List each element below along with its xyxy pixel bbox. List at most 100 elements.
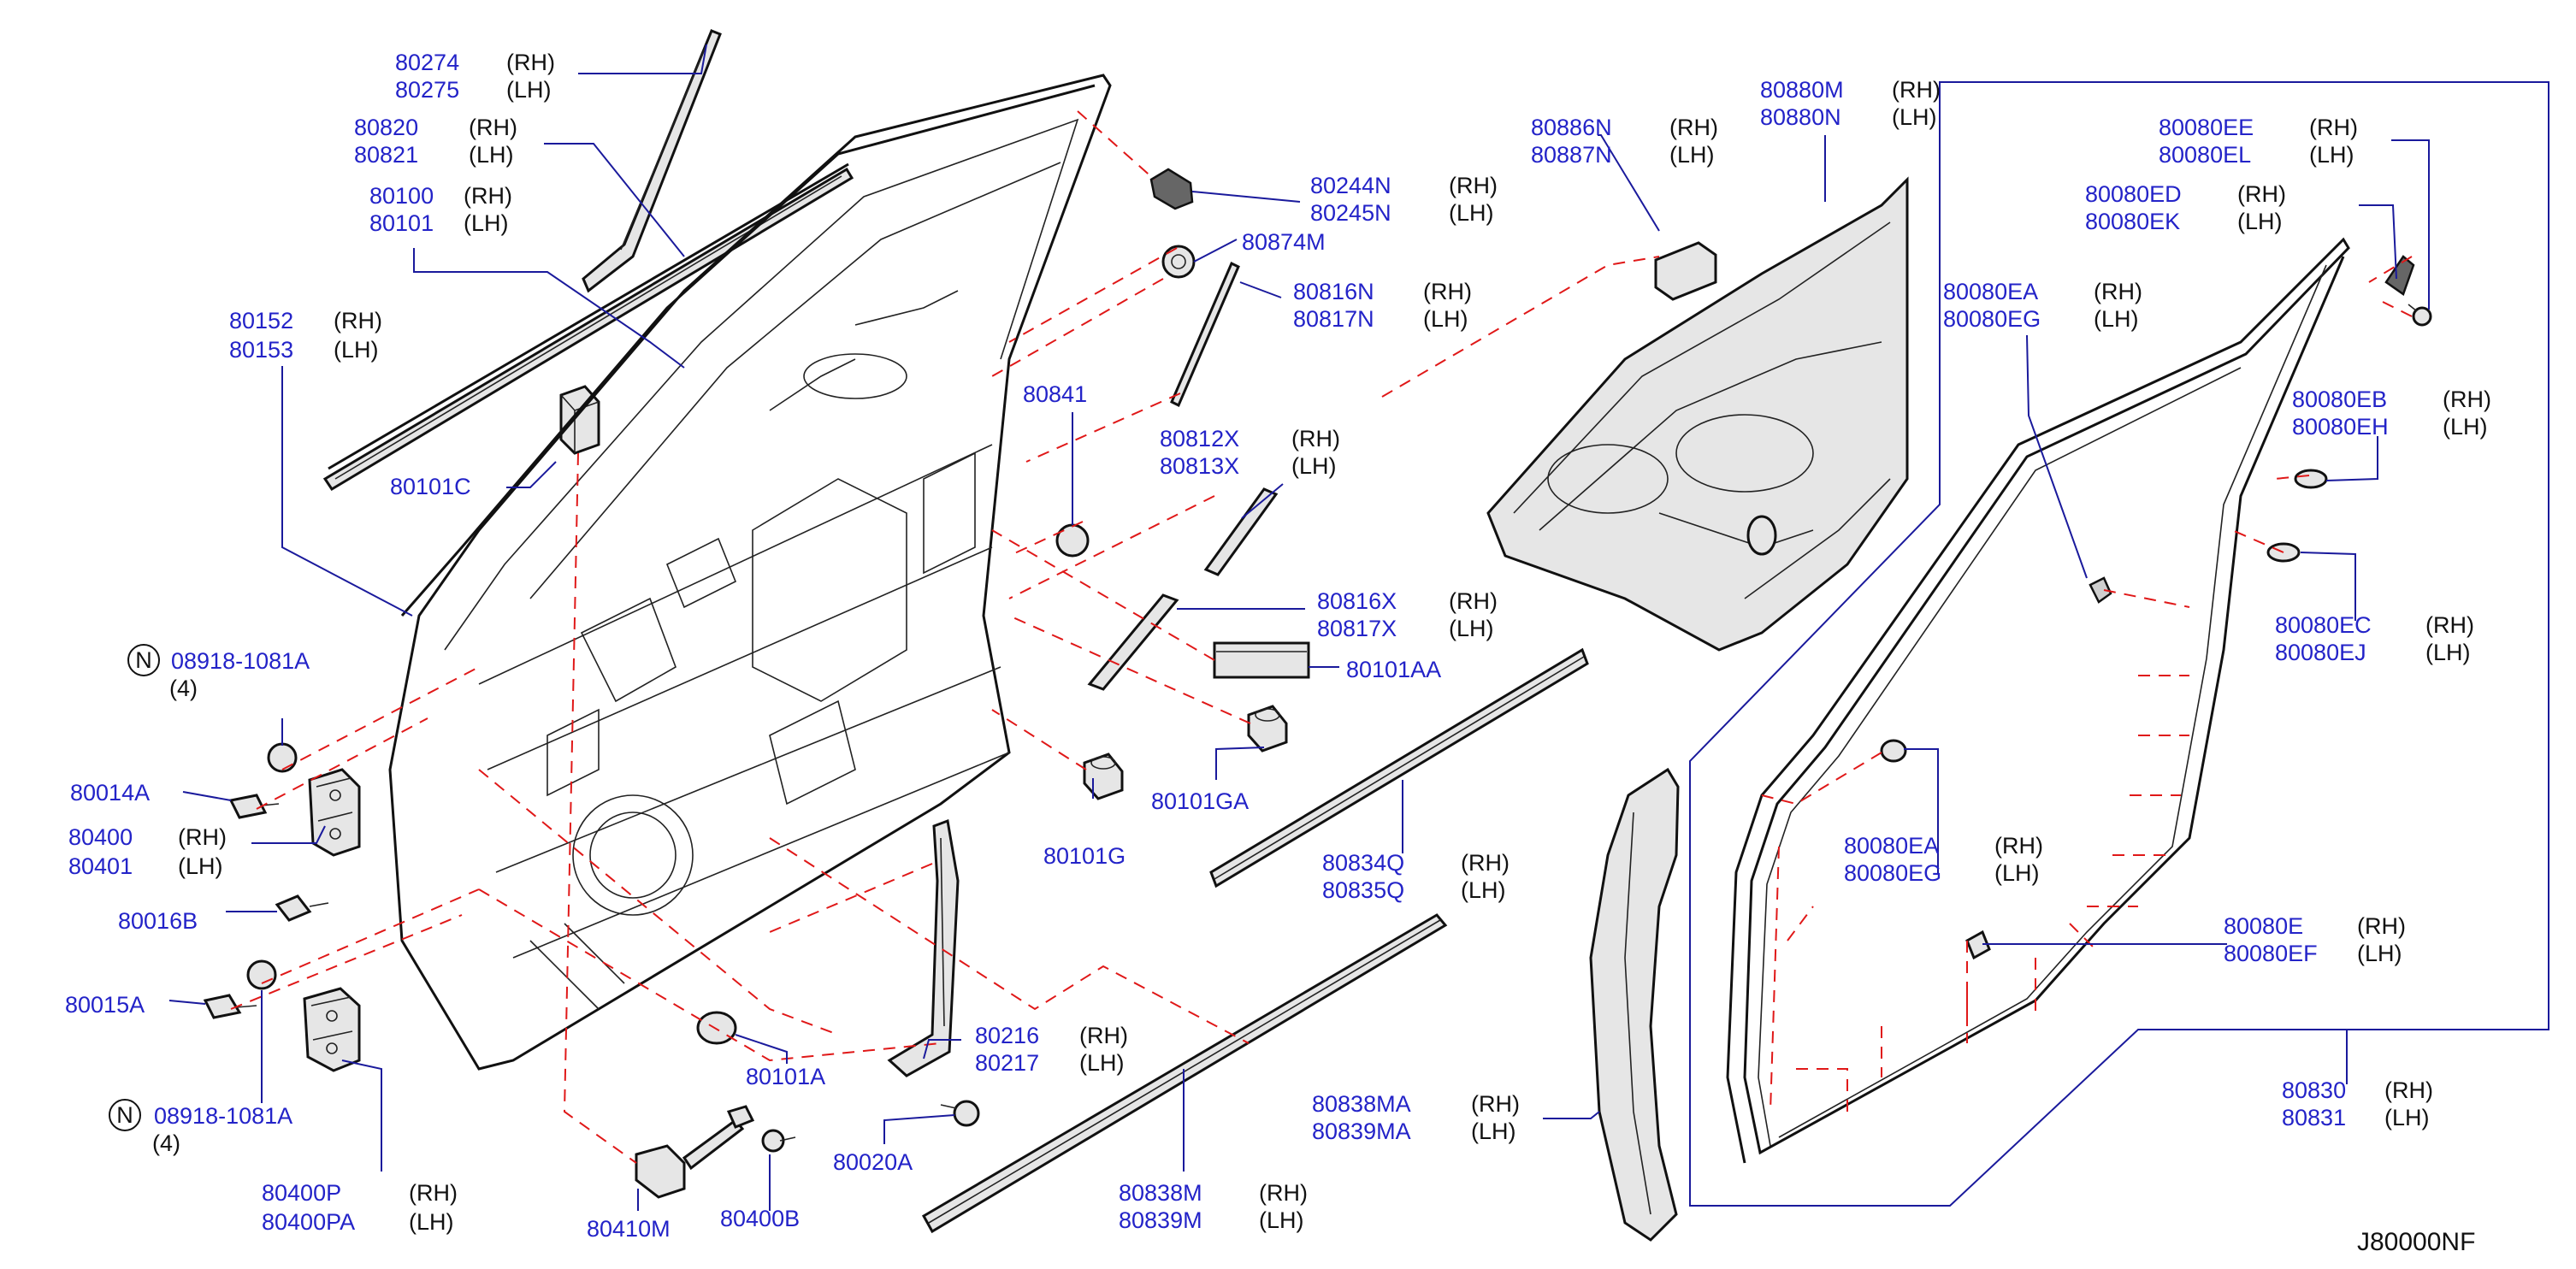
part-number: 80080EE (2159, 115, 2254, 140)
part-number: 80015A (65, 992, 145, 1018)
side-label: (RH) (334, 308, 382, 333)
part-number: 80841 (1023, 381, 1087, 407)
part-number: 80817X (1317, 616, 1397, 641)
part-number: 80080EA (1844, 833, 1939, 859)
diagram-reference-code: J80000NF (2357, 1228, 2475, 1256)
side-label: (LH) (2237, 209, 2283, 234)
part-number: 80080ED (2085, 181, 2182, 207)
note-circle-lower (109, 1099, 141, 1131)
part-number: 80080EA (1943, 279, 2038, 304)
side-label: (RH) (2237, 181, 2286, 207)
part-number: 80874M (1242, 229, 1326, 255)
part-number: 80080EK (2085, 209, 2180, 234)
door-trim-panel-80880m (1486, 176, 1909, 652)
bolt-80020a (940, 1100, 980, 1127)
bumper-80101g (1083, 753, 1124, 800)
note-symbol-upper: N (135, 647, 152, 673)
part-number: 80080EC (2275, 612, 2372, 638)
side-label: (LH) (464, 210, 509, 236)
body-side-trim-80838ma (1589, 767, 1680, 1242)
side-label: (LH) (1892, 104, 1937, 130)
side-label: (LH) (2309, 142, 2354, 168)
part-number: 80080EB (2292, 387, 2387, 412)
part-number: 80101AA (1346, 657, 1441, 682)
quantity-label: (4) (152, 1130, 180, 1156)
note-circle-upper (127, 644, 160, 676)
part-number: 80886N (1531, 115, 1612, 140)
part-number: 80400B (720, 1206, 800, 1231)
side-label: (RH) (1079, 1023, 1128, 1048)
side-label: (RH) (1669, 115, 1718, 140)
part-number: 80245N (1310, 200, 1391, 226)
inner-weatherstrip-80834q (1209, 647, 1589, 888)
part-number: 80014A (70, 780, 150, 806)
part-number: 80101 (369, 210, 434, 236)
grommet-80874m (1161, 245, 1196, 279)
side-label: (LH) (1079, 1050, 1125, 1076)
side-label: (RH) (1449, 173, 1498, 198)
part-number: 80839MA (1312, 1118, 1411, 1144)
side-label: (LH) (469, 142, 514, 168)
switch-bezel-80886n (1654, 241, 1717, 301)
side-label: (LH) (2443, 414, 2488, 440)
part-number: 80152 (229, 308, 293, 333)
window-sash-trim (582, 29, 722, 293)
part-number: 80080EG (1943, 306, 2041, 332)
weatherstrip-clips (1880, 255, 2432, 960)
side-label: (RH) (2425, 612, 2474, 638)
side-label: (RH) (2443, 387, 2491, 412)
side-label: (RH) (1259, 1180, 1308, 1206)
side-label: (LH) (1423, 306, 1468, 332)
part-number: 80401 (68, 853, 133, 879)
part-number: 80153 (229, 337, 293, 363)
part-number: 80244N (1310, 173, 1391, 198)
part-number: 80817N (1293, 306, 1374, 332)
part-number: 80080EL (2159, 142, 2251, 168)
part-number: 80216 (975, 1023, 1039, 1048)
plug-80841 (1055, 523, 1090, 558)
side-label: (LH) (1449, 200, 1494, 226)
tape-80812x (1203, 487, 1279, 576)
part-number: 80812X (1160, 426, 1239, 452)
side-label: (RH) (2384, 1077, 2433, 1103)
part-number: 80400PA (262, 1209, 355, 1235)
part-number: 80274 (395, 50, 459, 75)
dashed-reference-lines (230, 110, 2413, 1164)
part-number: 80816X (1317, 588, 1397, 614)
part-labels: 80274 (RH) 80275 (LH) 80820 (RH) 80821 (… (65, 50, 2491, 1256)
seal-strip-80816n (1170, 261, 1240, 408)
note-circles: N N (109, 644, 160, 1131)
part-number: 80816N (1293, 279, 1374, 304)
part-number: 80400P (262, 1180, 341, 1206)
hinge-bolts (203, 742, 329, 1019)
part-number: 80834Q (1322, 850, 1404, 876)
side-label: (RH) (506, 50, 555, 75)
side-label: (LH) (2094, 306, 2139, 332)
part-number: 80016B (118, 908, 198, 934)
side-label: (LH) (2357, 941, 2402, 966)
side-label: (RH) (178, 824, 227, 850)
side-label: (LH) (1291, 453, 1337, 479)
side-label: (LH) (1669, 142, 1715, 168)
side-label: (LH) (1994, 860, 2040, 886)
front-door-assembly (388, 74, 1112, 1071)
part-number: 80821 (354, 142, 418, 168)
side-label: (RH) (2094, 279, 2142, 304)
part-number: 80410M (587, 1216, 671, 1242)
part-number: 80080EG (1844, 860, 1941, 886)
part-number: 80080EF (2224, 941, 2318, 966)
note-symbol-lower: N (116, 1102, 133, 1128)
part-number: 80838MA (1312, 1091, 1411, 1117)
mirror-corner-clip (1149, 168, 1194, 210)
part-number: 80820 (354, 115, 418, 140)
part-number: 80080EJ (2275, 640, 2366, 665)
part-number: 80101GA (1151, 788, 1249, 814)
side-label: (LH) (2384, 1105, 2430, 1130)
lower-hinge (303, 987, 361, 1072)
side-label: (RH) (2357, 913, 2406, 939)
side-label: (RH) (1291, 426, 1340, 452)
side-label: (LH) (1449, 616, 1494, 641)
part-number: 80838M (1119, 1180, 1202, 1206)
sash-garnish-lower (887, 818, 960, 1077)
